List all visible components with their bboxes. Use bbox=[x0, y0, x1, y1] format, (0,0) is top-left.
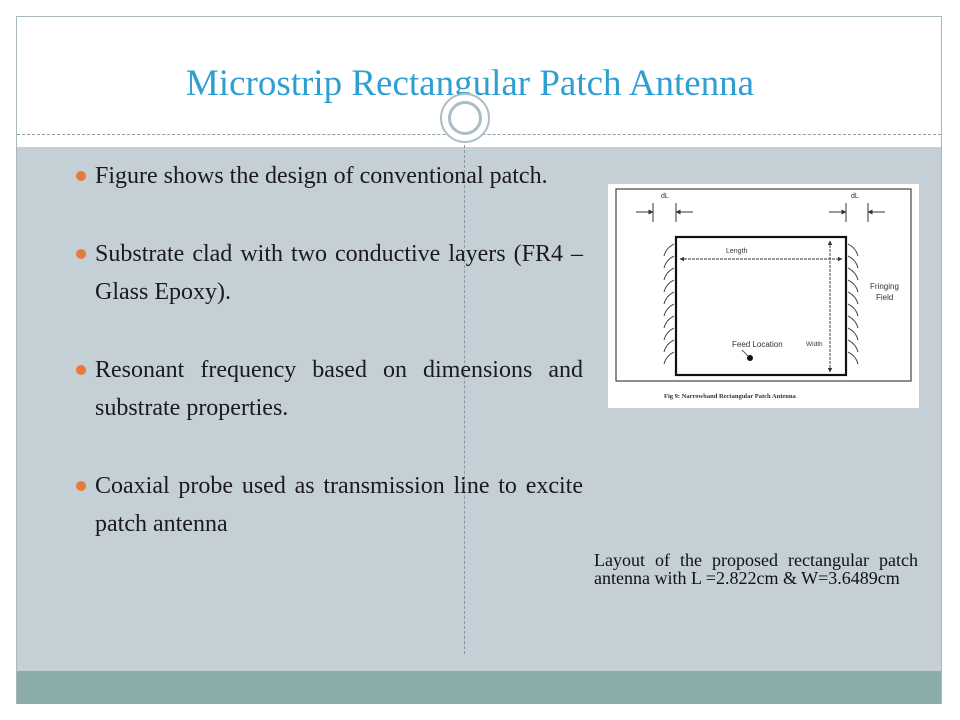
bullet-dot-icon bbox=[76, 249, 86, 259]
width-label: Width bbox=[806, 341, 823, 348]
patch-rectangle bbox=[674, 235, 848, 377]
length-label: Length bbox=[726, 248, 748, 255]
bullet-text: Substrate clad with two conductive layer… bbox=[95, 241, 583, 305]
dl-left-label: dL bbox=[661, 193, 669, 200]
bullet-item: Coaxial probe used as transmission line … bbox=[76, 467, 583, 543]
bottom-bar bbox=[17, 671, 941, 704]
feed-pointer bbox=[741, 349, 749, 357]
dl-left-marker bbox=[636, 203, 693, 222]
bullet-text: Resonant frequency based on dimensions a… bbox=[95, 357, 583, 421]
ring-ornament-icon bbox=[440, 93, 490, 143]
ring-ornament-inner bbox=[448, 101, 482, 135]
bullet-item: Figure shows the design of conventional … bbox=[76, 157, 583, 195]
antenna-figure: dL dL Length Width Feed Location bbox=[608, 184, 919, 408]
fringing-label-2: Field bbox=[876, 293, 893, 302]
feed-point-icon bbox=[747, 355, 753, 361]
bullet-dot-icon bbox=[76, 481, 86, 491]
bullet-text: Figure shows the design of conventional … bbox=[95, 163, 548, 189]
bullet-dot-icon bbox=[76, 171, 86, 181]
bullet-text: Coaxial probe used as transmission line … bbox=[95, 473, 583, 537]
bullet-item: Substrate clad with two conductive layer… bbox=[76, 235, 583, 311]
fringing-label-1: Fringing bbox=[870, 282, 899, 291]
bullet-dot-icon bbox=[76, 365, 86, 375]
layout-caption: Layout of the proposed rectangular patch… bbox=[594, 550, 918, 588]
dl-right-marker bbox=[829, 203, 885, 222]
fringing-arrows-right bbox=[847, 243, 859, 365]
column-divider bbox=[464, 140, 465, 654]
fringing-arrows-left bbox=[663, 243, 675, 365]
figure-caption: Fig 9: Narrowband Rectangular Patch Ante… bbox=[664, 393, 796, 400]
feed-label: Feed Location bbox=[732, 340, 783, 349]
bullet-list: Figure shows the design of conventional … bbox=[76, 157, 583, 583]
antenna-diagram: dL dL Length Width Feed Location bbox=[615, 188, 912, 400]
substrate-outline bbox=[615, 188, 912, 382]
bullet-item: Resonant frequency based on dimensions a… bbox=[76, 351, 583, 427]
dl-right-label: dL bbox=[851, 193, 859, 200]
